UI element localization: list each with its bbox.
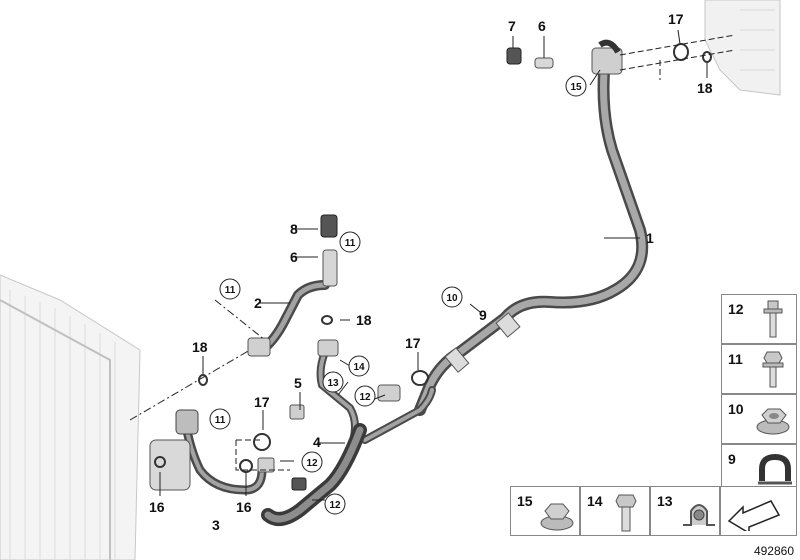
bolt-flange-icon xyxy=(763,300,783,338)
hex-bolt-icon xyxy=(615,494,637,532)
circled-11a: 11 xyxy=(225,285,236,296)
circled-14: 14 xyxy=(353,362,365,373)
hex-nut-icon xyxy=(540,503,574,531)
hex-flange-nut-icon xyxy=(756,408,790,435)
line-3 xyxy=(149,374,367,526)
callout-16b: 16 xyxy=(236,499,252,515)
callout-2: 2 xyxy=(254,295,262,311)
callout-1: 1 xyxy=(646,230,654,246)
legend-label: 10 xyxy=(728,401,744,417)
legend-label: 15 xyxy=(517,493,533,509)
expansion-valve-fitting xyxy=(506,34,736,80)
circled-12b: 12 xyxy=(359,392,371,403)
front-arrow-icon xyxy=(727,500,781,531)
legend-item-14: 14 xyxy=(580,486,650,536)
legend-label: 12 xyxy=(728,301,744,317)
callout-9: 9 xyxy=(479,307,487,323)
evaporator-housing xyxy=(704,0,781,96)
circled-11b: 11 xyxy=(345,238,356,249)
callout-16a: 16 xyxy=(149,499,165,515)
callout-17b: 17 xyxy=(405,335,421,351)
legend-label: 14 xyxy=(587,493,603,509)
hex-flange-bolt-icon xyxy=(762,351,784,388)
suction-line-2 xyxy=(129,214,338,421)
callout-3: 3 xyxy=(212,517,220,533)
leader-lines xyxy=(159,29,708,501)
legend-item-12: 12 xyxy=(721,294,797,344)
circled-labels: 10 11 11 11 12 12 12 13 14 15 xyxy=(215,82,582,511)
callout-17c: 17 xyxy=(254,394,270,410)
diagram-number: 492860 xyxy=(753,544,794,558)
legend-item-13: 13 xyxy=(650,486,720,536)
circled-10: 10 xyxy=(446,293,458,304)
callout-18c: 18 xyxy=(192,339,208,355)
circled-15: 15 xyxy=(570,82,582,93)
callout-6a: 6 xyxy=(538,18,546,34)
circled-12a: 12 xyxy=(306,458,318,469)
callout-8: 8 xyxy=(290,221,298,237)
circled-11c: 11 xyxy=(215,415,226,426)
legend-item-10: 10 xyxy=(721,394,797,444)
circled-12c: 12 xyxy=(329,500,341,511)
callout-5: 5 xyxy=(294,375,302,391)
legend-item-15: 15 xyxy=(510,486,580,536)
legend-item-11: 11 xyxy=(721,344,797,394)
callout-labels: 1 2 3 4 5 6 6 7 8 9 16 16 17 17 17 18 18… xyxy=(149,11,713,533)
legend-label: 13 xyxy=(657,493,673,509)
callout-6b: 6 xyxy=(290,249,298,265)
radiator-assembly xyxy=(0,274,141,560)
legend-label: 9 xyxy=(728,451,736,467)
callout-17a: 17 xyxy=(668,11,684,27)
legend-label: 11 xyxy=(728,351,743,367)
pipe-clamp-icon xyxy=(683,504,715,526)
callout-18b: 18 xyxy=(356,312,372,328)
circled-callouts xyxy=(209,75,587,515)
pressure-line-1 xyxy=(414,54,649,416)
rubber-clamp-icon xyxy=(758,453,792,485)
circled-13: 13 xyxy=(327,378,339,389)
callout-7: 7 xyxy=(508,18,516,34)
callout-18a: 18 xyxy=(697,80,713,96)
callout-4: 4 xyxy=(313,434,321,450)
legend-item-front xyxy=(720,486,797,536)
